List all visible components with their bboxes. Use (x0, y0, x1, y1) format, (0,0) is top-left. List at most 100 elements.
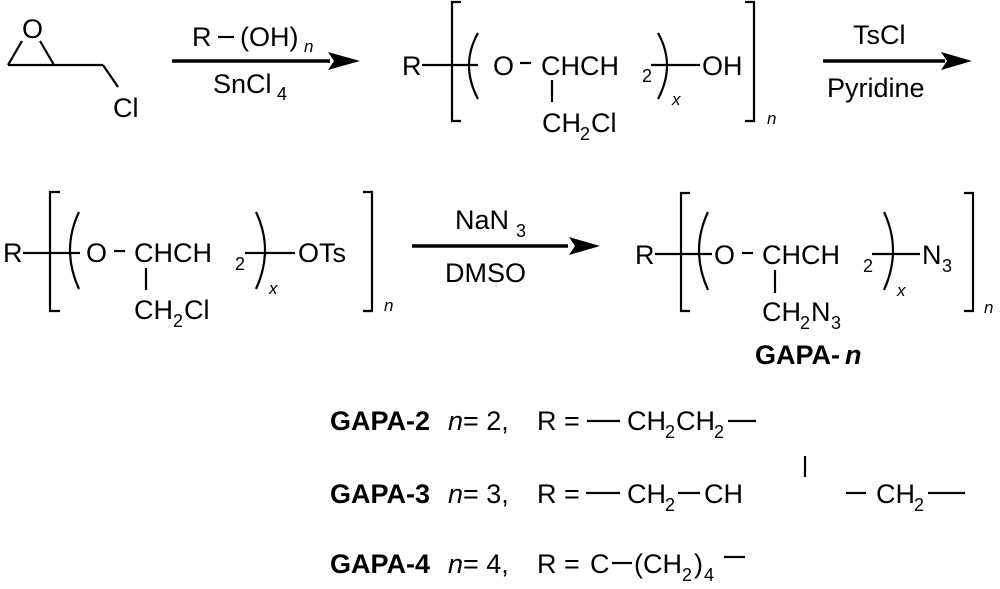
product-label: GAPA- (755, 340, 840, 370)
left-square-bracket (48, 190, 60, 313)
branch-cl: Cl (184, 295, 210, 325)
repeat-n: n (384, 296, 393, 315)
catalyst-subscript: 4 (277, 84, 287, 104)
variant-name: GAPA-4 (330, 549, 430, 579)
r-atom: CH (704, 479, 743, 509)
gapa-product-structure: R O CHCH 2 CH 2 N 3 x N 3 n GAPA- n (635, 191, 993, 370)
azide-end: N (922, 240, 942, 270)
reagent-nan: NaN (455, 205, 509, 235)
catalyst-sncl: SnCl (213, 69, 272, 99)
r-subscript: 2 (914, 495, 924, 515)
variant-r-label: R = (537, 549, 580, 579)
r-atom: (CH (634, 549, 682, 579)
chain-subscript: 2 (235, 254, 245, 274)
r-group: R (3, 238, 23, 268)
reagent-oh: (OH) (240, 22, 298, 52)
left-square-bracket (450, 0, 461, 123)
right-square-bracket (363, 190, 374, 313)
r-subscript: 2 (665, 422, 675, 442)
tosylated-polyether-structure: R O CHCH 2 CH 2 Cl x OTs n (3, 190, 393, 331)
arrowhead-1 (328, 52, 360, 70)
arrowhead-3 (569, 237, 600, 255)
reagent-r: R (192, 22, 212, 52)
variant-gapa-3: GAPA-3 n = 3, R = CH 2 CH CH 2 (330, 456, 965, 515)
left-paren (468, 32, 479, 100)
variant-n-value: = 3, (463, 479, 509, 509)
branch-ch: CH (134, 295, 173, 325)
r-atom: C (590, 549, 610, 579)
branch-subscript: 2 (173, 311, 183, 331)
right-paren (657, 32, 668, 100)
right-paren (255, 211, 267, 290)
branch-n: N (811, 297, 831, 327)
left-square-bracket (679, 191, 690, 313)
r-subscript: 2 (714, 422, 724, 442)
r-atom: CH (627, 479, 666, 509)
variant-name: GAPA-3 (330, 479, 430, 509)
chain-chch: CHCH (762, 240, 840, 270)
r-subscript: 2 (682, 565, 692, 585)
hydroxyl-end: OH (702, 51, 743, 81)
reagent-n-subscript: n (304, 37, 313, 56)
variant-r-label: R = (537, 406, 580, 436)
repeat-x: x (268, 279, 278, 298)
oxygen-atom: O (714, 240, 735, 270)
r-subscript: 2 (665, 495, 675, 515)
variant-n-value: = 2, (463, 406, 509, 436)
right-square-bracket (964, 191, 975, 313)
variant-n: n (448, 549, 463, 579)
azide-end-subscript: 3 (942, 256, 952, 276)
ring-bond-right (39, 40, 55, 66)
arrow-step2: TsCl Pyridine (823, 20, 972, 103)
variant-n-value: = 4, (463, 549, 509, 579)
r-group: R (402, 51, 422, 81)
left-paren (68, 211, 80, 290)
repeat-x: x (896, 281, 906, 300)
variant-gapa-2: GAPA-2 n = 2, R = CH 2 CH 2 (330, 406, 756, 442)
reagent-subscript: 3 (516, 221, 526, 241)
repeat-x: x (671, 90, 681, 109)
r-atom: CH (627, 406, 666, 436)
right-paren (882, 211, 895, 291)
repeat-n: n (984, 298, 993, 317)
chain-subscript: 2 (863, 256, 873, 276)
chain-subscript: 2 (642, 66, 652, 86)
epichlorohydrin-structure: O Cl (7, 14, 139, 123)
r-atom: CH (876, 479, 915, 509)
branch-subscript: 2 (580, 124, 590, 144)
chain-chch: CHCH (134, 238, 212, 268)
oxygen-atom: O (86, 238, 107, 268)
left-paren (697, 211, 710, 291)
oxygen-atom: O (493, 51, 514, 81)
branch-ch: CH (762, 297, 801, 327)
chlorine-atom: Cl (113, 93, 139, 123)
variant-r-label: R = (537, 479, 580, 509)
chlorinated-polyether-structure: R O CHCH 2 CH 2 Cl x OH n (402, 0, 776, 144)
r-close-paren: ) (694, 549, 703, 579)
r-atom: CH (676, 406, 715, 436)
chain-chch: CHCH (541, 51, 619, 81)
epoxide-oxygen: O (22, 14, 43, 44)
reagent-dmso: DMSO (445, 258, 526, 288)
chloromethyl-bond (102, 64, 119, 88)
variant-gapa-4: GAPA-4 n = 4, R = C (CH 2 ) 4 (330, 549, 745, 585)
arrow-step3: NaN 3 DMSO (412, 205, 600, 288)
branch-n-subscript: 3 (831, 313, 841, 333)
variant-n: n (448, 479, 463, 509)
right-square-bracket (745, 0, 756, 123)
ring-bond-left (7, 40, 23, 66)
branch-ch: CH (542, 108, 581, 138)
r-group: R (635, 240, 655, 270)
branch-subscript: 2 (800, 313, 810, 333)
r-subscript: 4 (704, 565, 714, 585)
reagent-pyridine: Pyridine (827, 73, 925, 103)
variant-n: n (448, 406, 463, 436)
repeat-n: n (767, 109, 776, 128)
reagent-tscl: TsCl (853, 20, 906, 50)
tosylate-end: OTs (298, 238, 346, 268)
branch-cl: Cl (591, 108, 617, 138)
arrow-step1: R (OH) n SnCl 4 (172, 22, 360, 104)
variant-name: GAPA-2 (330, 406, 430, 436)
arrowhead-2 (941, 52, 972, 70)
